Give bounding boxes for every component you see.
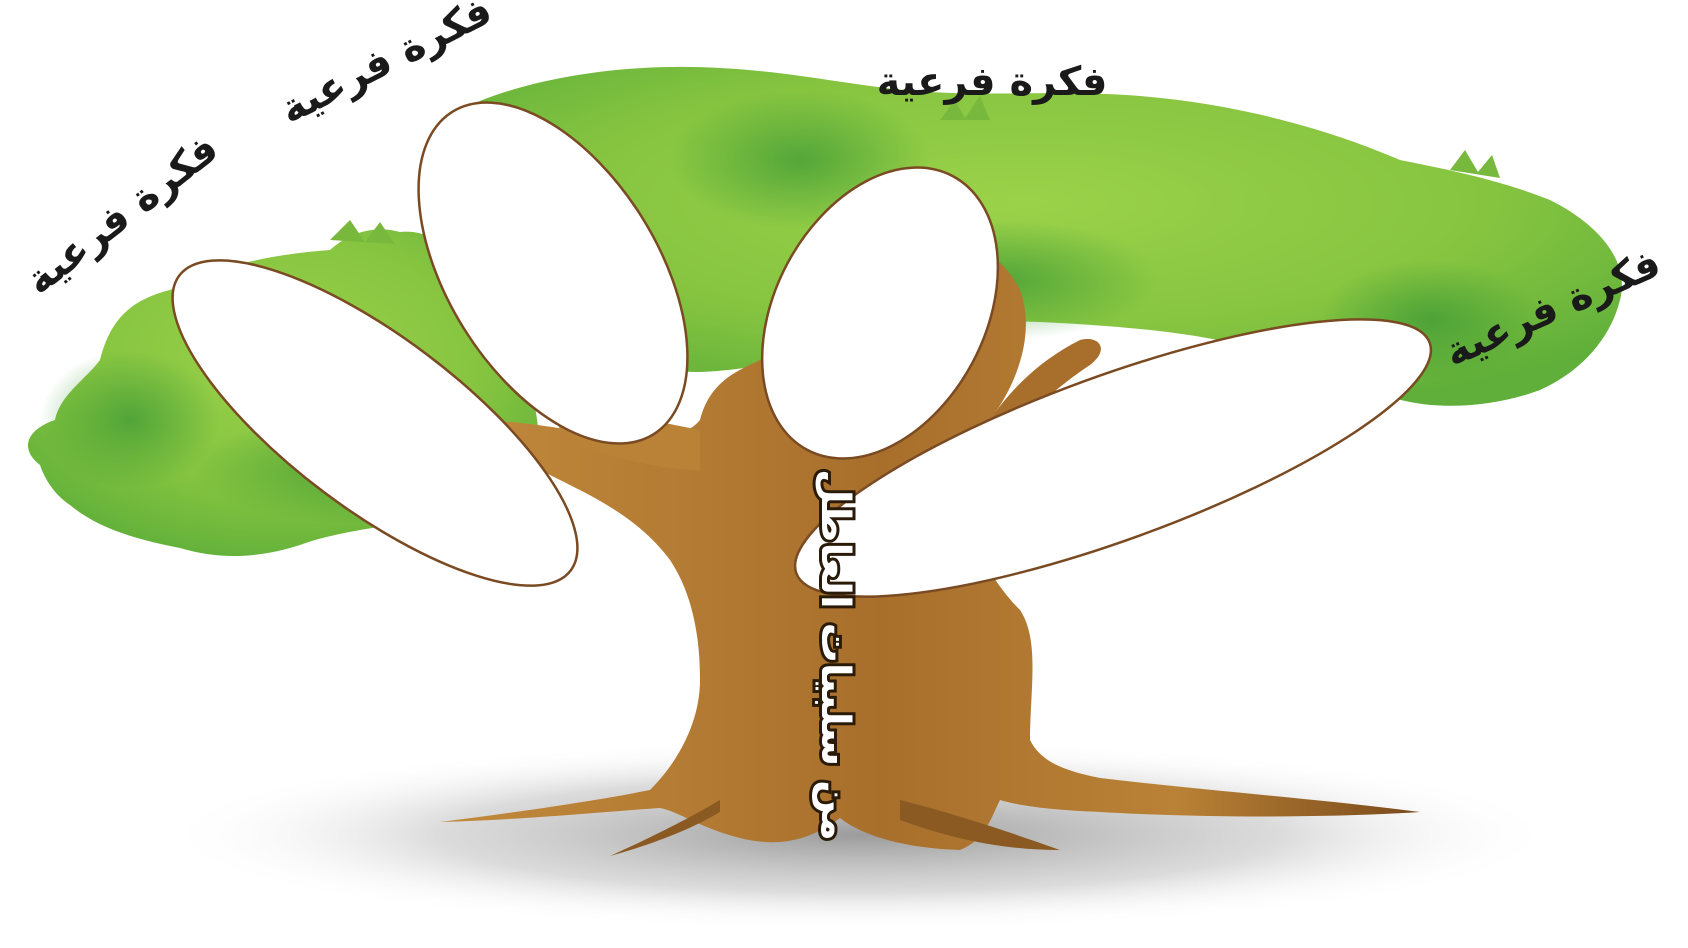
subidea-label-3: فكرة فرعية xyxy=(877,59,1108,105)
canopy-shade xyxy=(40,350,220,490)
central-topic-label: من سلبيات العاطل xyxy=(812,469,858,841)
